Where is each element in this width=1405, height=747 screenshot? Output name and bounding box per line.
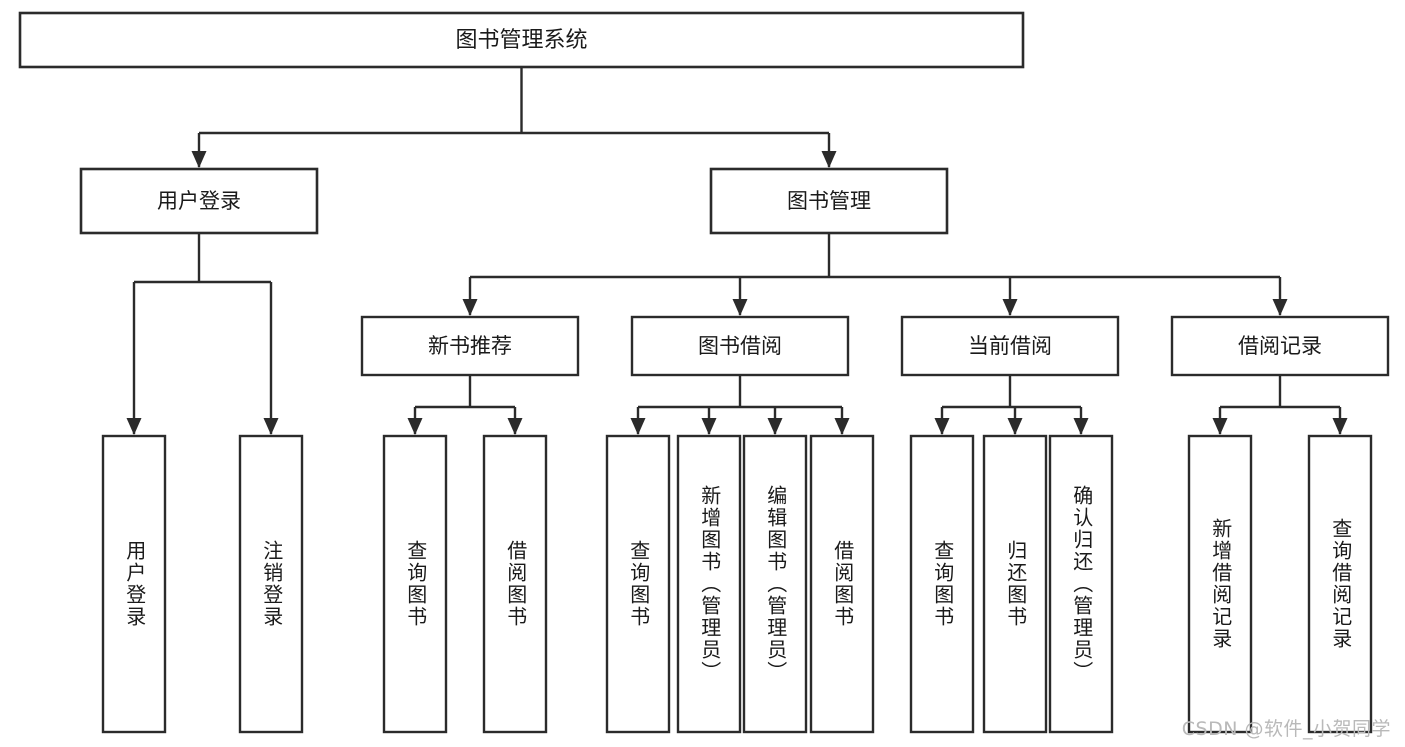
arrow-head-borrow-record: [1272, 299, 1288, 316]
node-box-leaf-borrow-book-2[interactable]: [809, 434, 875, 734]
arrow-head-user-login: [191, 151, 207, 168]
arrow-head-book-borrow: [732, 299, 748, 316]
node-box-user-login[interactable]: [79, 167, 319, 235]
arrow-head-current-borrow: [1002, 299, 1018, 316]
node-box-current-borrow[interactable]: [900, 315, 1120, 377]
arrow-head-leaf-add-book: [701, 418, 717, 435]
csdn-watermark: CSDN @软件_小贺同学: [1181, 718, 1391, 740]
node-label-new-book-recommend: 新书推荐: [428, 334, 512, 358]
node-box-leaf-add-book[interactable]: [676, 434, 742, 734]
node-box-leaf-confirm-return[interactable]: [1048, 434, 1114, 734]
node-box-new-book-recommend[interactable]: [360, 315, 580, 377]
node-box-leaf-edit-book[interactable]: [742, 434, 808, 734]
arrow-head-new-book-recommend: [462, 299, 478, 316]
arrow-head-leaf-user-logout: [263, 418, 279, 435]
arrow-head-leaf-add-record: [1212, 418, 1228, 435]
arrow-head-book-manage: [821, 151, 837, 168]
boxes-layer: [18, 11, 1390, 734]
node-box-book-manage[interactable]: [709, 167, 949, 235]
node-box-leaf-user-login[interactable]: [101, 434, 167, 734]
node-box-book-borrow[interactable]: [630, 315, 850, 377]
node-box-borrow-record[interactable]: [1170, 315, 1390, 377]
arrow-head-leaf-query-record: [1332, 418, 1348, 435]
node-box-root[interactable]: [18, 11, 1025, 69]
arrow-head-leaf-borrow-book-1: [507, 418, 523, 435]
node-box-leaf-query-book-3[interactable]: [909, 434, 975, 734]
arrow-head-leaf-borrow-book-2: [834, 418, 850, 435]
node-box-leaf-query-book-2[interactable]: [605, 434, 671, 734]
node-label-current-borrow: 当前借阅: [968, 334, 1052, 358]
arrow-head-leaf-query-book-1: [407, 418, 423, 435]
arrow-head-leaf-confirm-return: [1073, 418, 1089, 435]
arrow-head-leaf-query-book-3: [934, 418, 950, 435]
node-box-leaf-query-book-1[interactable]: [382, 434, 448, 734]
node-box-leaf-query-record[interactable]: [1307, 434, 1373, 734]
node-label-user-login: 用户登录: [157, 189, 241, 213]
node-label-book-borrow: 图书借阅: [698, 334, 782, 358]
arrow-head-leaf-query-book-2: [630, 418, 646, 435]
connectors-layer: [126, 67, 1348, 435]
node-box-leaf-borrow-book-1[interactable]: [482, 434, 548, 734]
node-box-leaf-user-logout[interactable]: [238, 434, 304, 734]
node-label-root: 图书管理系统: [455, 28, 587, 53]
arrow-head-leaf-user-login: [126, 418, 142, 435]
arrow-head-leaf-edit-book: [767, 418, 783, 435]
node-box-leaf-add-record[interactable]: [1187, 434, 1253, 734]
arrow-head-leaf-return-book: [1007, 418, 1023, 435]
node-label-book-manage: 图书管理: [787, 189, 871, 213]
node-box-leaf-return-book[interactable]: [982, 434, 1048, 734]
node-label-borrow-record: 借阅记录: [1238, 334, 1322, 358]
